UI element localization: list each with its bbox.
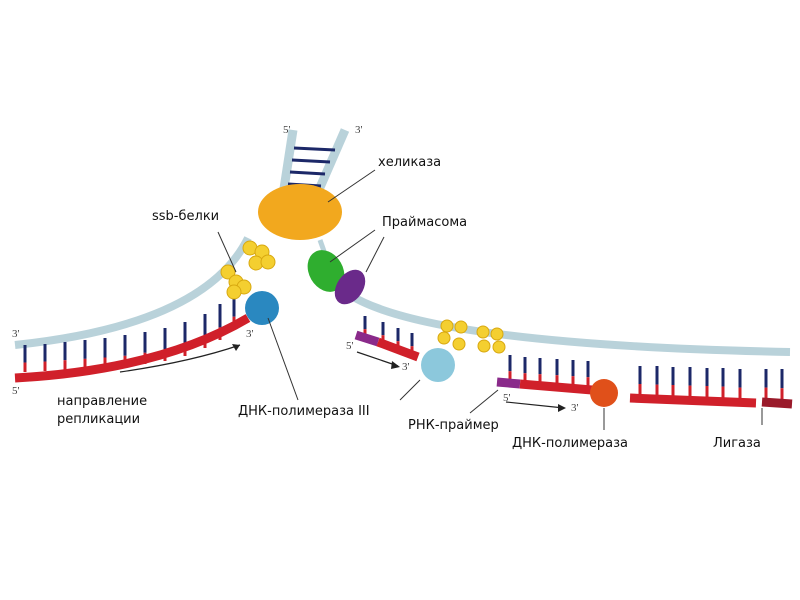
rna-primer-1 (354, 330, 380, 347)
okazaki-fragment-3 (629, 393, 757, 408)
okazaki-fragment-1 (376, 337, 420, 362)
label-helicase: хеликаза (378, 155, 442, 170)
strand-end-label: 3' (571, 402, 579, 414)
label-direction-2: репликации (57, 412, 141, 427)
okazaki-fragment-2 (519, 379, 593, 395)
label-direction-1: направление (57, 394, 148, 409)
rna-primer-2 (496, 377, 521, 389)
primase (307, 250, 345, 292)
primasome-protein (334, 269, 366, 305)
label-ssb-proteins: ssb-белки (152, 209, 220, 224)
strand-end-label: 3' (402, 361, 410, 373)
strand-end-label: 3' (246, 328, 254, 340)
strand-end-label: 3' (12, 328, 20, 340)
leading-strand (14, 314, 251, 383)
strand-end-label: 5' (503, 392, 511, 404)
label-dna-polymerase-iii: ДНК-полимераза III (238, 404, 370, 419)
dna-polymerase-iii-lagging (421, 348, 455, 382)
ssb-proteins-left (220, 240, 276, 300)
label-ligase: Лигаза (713, 436, 761, 451)
label-primasome: Праймасома (382, 215, 468, 230)
strand-end-label: 5' (346, 340, 354, 352)
strand-end-label: 3' (355, 124, 363, 136)
ssb-proteins-right (437, 319, 506, 354)
strand-end-label: 5' (283, 124, 291, 136)
leading-strand-region (14, 236, 252, 383)
leader-lines (217, 169, 763, 430)
helicase (258, 184, 342, 240)
strand-end-label: 5' (12, 385, 20, 397)
lagging-strand-region (317, 239, 793, 412)
direction-arrow (119, 344, 241, 373)
okazaki-fragment-4 (761, 397, 793, 409)
label-rna-primer: РНК-праймер (408, 418, 499, 433)
dna-polymerase-iii (245, 291, 279, 325)
label-dna-polymerase: ДНК-полимераза (512, 436, 628, 451)
dna-polymerase-i (590, 379, 618, 407)
